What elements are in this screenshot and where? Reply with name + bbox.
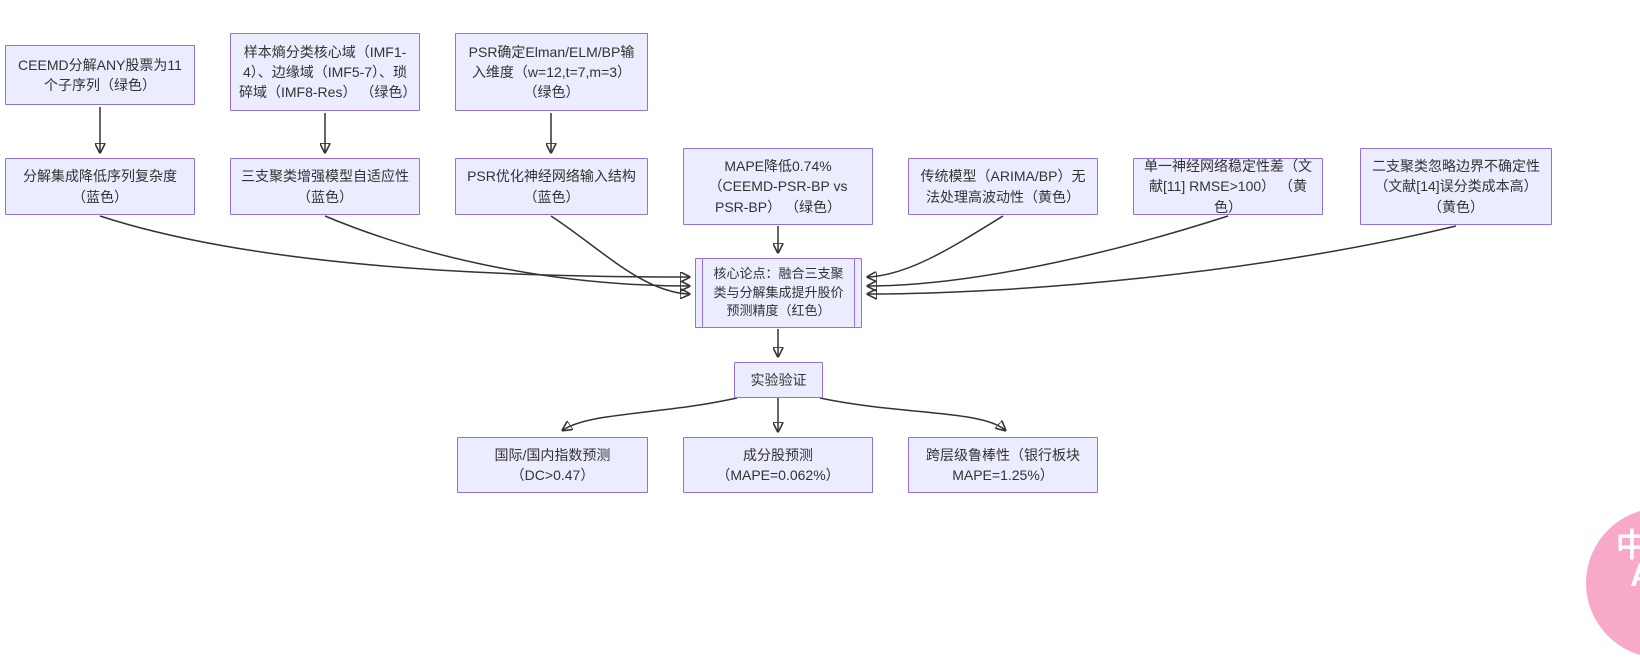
node-single-nn-label: 单一神经网络稳定性差（文献[11] RMSE>100） （黄色）	[1144, 158, 1312, 215]
node-robustness: 跨层级鲁棒性（银行板块 MAPE=1.25%）	[908, 437, 1098, 493]
edge-psropt-to-core	[550, 215, 689, 294]
node-three-way: 三支聚类增强模型自适应性（蓝色）	[230, 158, 420, 215]
node-index-pred: 国际/国内指数预测（DC>0.47）	[457, 437, 648, 493]
node-sample-entropy: 样本熵分类核心域（IMF1-4）、边缘域（IMF5-7）、琐碎域（IMF8-Re…	[230, 33, 420, 111]
subroutine-border-left-line	[702, 259, 703, 327]
node-two-way-label: 二支聚类忽略边界不确定性（文献[14]误分类成本高）（黄色）	[1372, 158, 1540, 215]
node-constituent: 成分股预测（MAPE=0.062%）	[683, 437, 873, 493]
node-robustness-label: 跨层级鲁棒性（银行板块 MAPE=1.25%）	[926, 446, 1080, 483]
edge-experiment-to-robust	[819, 397, 1005, 430]
edge-experiment-to-index	[563, 397, 738, 430]
node-single-nn: 单一神经网络稳定性差（文献[11] RMSE>100） （黄色）	[1133, 158, 1323, 215]
edge-decomp-to-core	[99, 215, 689, 277]
node-decomp-label: 分解集成降低序列复杂度（蓝色）	[23, 168, 177, 205]
node-core-thesis-label: 核心论点：融合三支聚类与分解集成提升股价预测精度（红色）	[713, 265, 844, 319]
translate-plugin-icon[interactable]: 中 A	[1586, 508, 1640, 658]
node-ceemd-label: CEEMD分解ANY股票为11个子序列（绿色）	[18, 56, 182, 93]
edge-singlenn-to-core	[868, 215, 1229, 286]
node-two-way: 二支聚类忽略边界不确定性（文献[14]误分类成本高）（黄色）	[1360, 148, 1552, 225]
edge-twoway-to-core	[868, 225, 1457, 294]
edge-threeway-to-core	[324, 215, 689, 286]
node-psr-opt: PSR优化神经网络输入结构（蓝色）	[455, 158, 648, 215]
node-mape-drop-label: MAPE降低0.74%（CEEMD-PSR-BP vs PSR-BP） （绿色）	[708, 158, 848, 215]
node-sample-entropy-label: 样本熵分类核心域（IMF1-4）、边缘域（IMF5-7）、琐碎域（IMF8-Re…	[239, 43, 417, 101]
translate-icon-glyphs: 中 A	[1616, 527, 1640, 592]
node-experiment-label: 实验验证	[750, 371, 807, 388]
node-decomp: 分解集成降低序列复杂度（蓝色）	[5, 158, 195, 215]
node-core-thesis: 核心论点：融合三支聚类与分解集成提升股价预测精度（红色）	[695, 258, 862, 328]
node-psr-dims: PSR确定Elman/ELM/BP输入维度（w=12,t=7,m=3） （绿色）	[455, 33, 648, 111]
subroutine-border-right-line	[854, 259, 855, 327]
edge-traditional-to-core	[868, 215, 1004, 277]
node-three-way-label: 三支聚类增强模型自适应性（蓝色）	[241, 168, 409, 205]
node-traditional-label: 传统模型（ARIMA/BP）无法处理高波动性（黄色）	[920, 168, 1086, 205]
translate-icon-zh-glyph: 中	[1616, 527, 1640, 563]
node-index-pred-label: 国际/国内指数预测（DC>0.47）	[494, 446, 611, 483]
node-mape-drop: MAPE降低0.74%（CEEMD-PSR-BP vs PSR-BP） （绿色）	[683, 148, 873, 225]
flowchart-canvas: CEEMD分解ANY股票为11个子序列（绿色） 样本熵分类核心域（IMF1-4）…	[5, 33, 1640, 658]
node-ceemd: CEEMD分解ANY股票为11个子序列（绿色）	[5, 45, 195, 105]
node-psr-dims-label: PSR确定Elman/ELM/BP输入维度（w=12,t=7,m=3） （绿色）	[468, 43, 635, 101]
node-traditional: 传统模型（ARIMA/BP）无法处理高波动性（黄色）	[908, 158, 1098, 215]
node-psr-opt-label: PSR优化神经网络输入结构（蓝色）	[467, 168, 636, 205]
translate-icon-en-glyph: A	[1630, 559, 1640, 591]
node-experiment: 实验验证	[734, 362, 823, 398]
node-constituent-label: 成分股预测（MAPE=0.062%）	[716, 446, 840, 483]
